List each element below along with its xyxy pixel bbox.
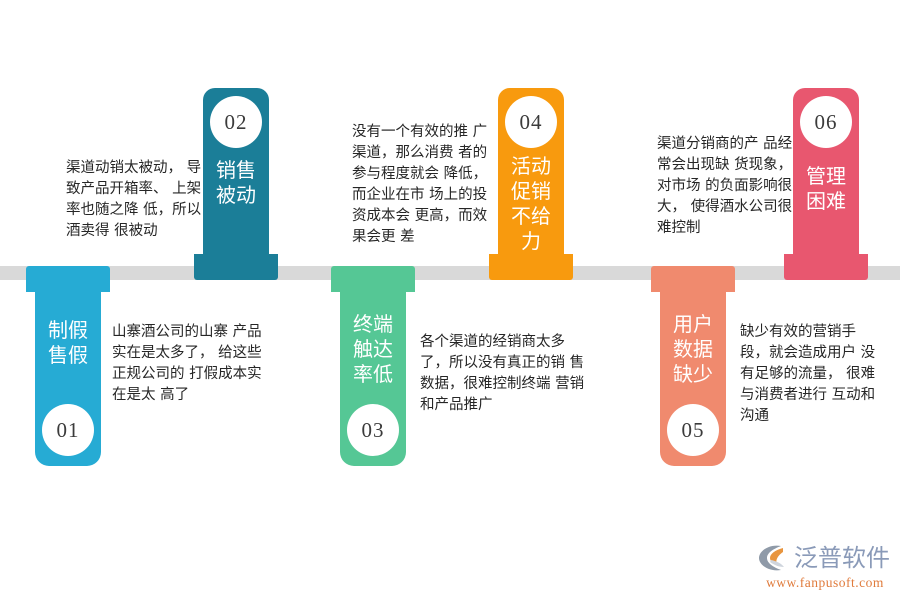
description-item-02: 渠道动销太被动， 导致产品开箱率、 上架率也随之降 低，所以酒卖得 很被动 — [66, 160, 202, 239]
pillar-item-06[interactable]: 06 管理 困难 — [784, 88, 868, 280]
pillar-foot — [489, 254, 573, 280]
description-item-03: 各个渠道的经销商太多 了，所以没有真正的销 售数据，很难控制终端 营销和产品推广 — [420, 334, 585, 413]
pillar-foot — [651, 266, 735, 292]
fanpu-logo-icon — [759, 545, 784, 571]
pillar-title: 销售 被动 — [216, 158, 256, 207]
logo-row: 泛普软件 — [757, 543, 893, 573]
pillar-number: 03 — [347, 404, 399, 456]
pillar-foot — [331, 266, 415, 292]
pillar-number: 01 — [42, 404, 94, 456]
pillar-item-01[interactable]: 01 制假 售假 — [26, 266, 110, 466]
pillar-foot — [194, 254, 278, 280]
pillar-title: 制假 售假 — [48, 318, 88, 367]
pillar-item-05[interactable]: 05 用户 数据 缺少 — [651, 266, 735, 466]
pillar-item-04[interactable]: 04 活动 促销 不给 力 — [489, 88, 573, 280]
pillar-title: 用户 数据 缺少 — [673, 312, 713, 386]
description-item-05: 缺少有效的营销手 段，就会造成用户 没有足够的流量， 很难与消费者进行 互动和沟… — [740, 324, 876, 424]
logo-name: 泛普软件 — [794, 544, 890, 572]
logo-url: www.fanpusoft.com — [766, 575, 884, 590]
logo: 泛普软件 www.fanpusoft.com — [757, 543, 893, 593]
description-item-04: 没有一个有效的推 广渠道，那么消费 者的参与程度就会 降低，而企业在市 场上的投… — [352, 124, 488, 245]
pillar-foot — [784, 254, 868, 280]
description-item-01: 山寨酒公司的山寨 产品实在是太多了， 给这些正规公司的 打假成本实在是太 高了 — [112, 324, 262, 403]
pillar-foot — [26, 266, 110, 292]
pillar-item-02[interactable]: 02 销售 被动 — [194, 88, 278, 280]
pillar-title: 终端 触达 率低 — [353, 312, 393, 386]
pillar-title: 管理 困难 — [806, 164, 846, 213]
pillar-number: 02 — [210, 96, 262, 148]
description-item-06: 渠道分销商的产 品经常会出现缺 货现象，对市场 的负面影响很大， 使得酒水公司很… — [657, 136, 793, 236]
pillar-number: 04 — [505, 96, 557, 148]
pillar-number: 05 — [667, 404, 719, 456]
pillar-title: 活动 促销 不给 力 — [511, 154, 551, 253]
timeline-bar — [0, 266, 900, 280]
pillar-number: 06 — [800, 96, 852, 148]
pillar-item-03[interactable]: 03 终端 触达 率低 — [331, 266, 415, 466]
